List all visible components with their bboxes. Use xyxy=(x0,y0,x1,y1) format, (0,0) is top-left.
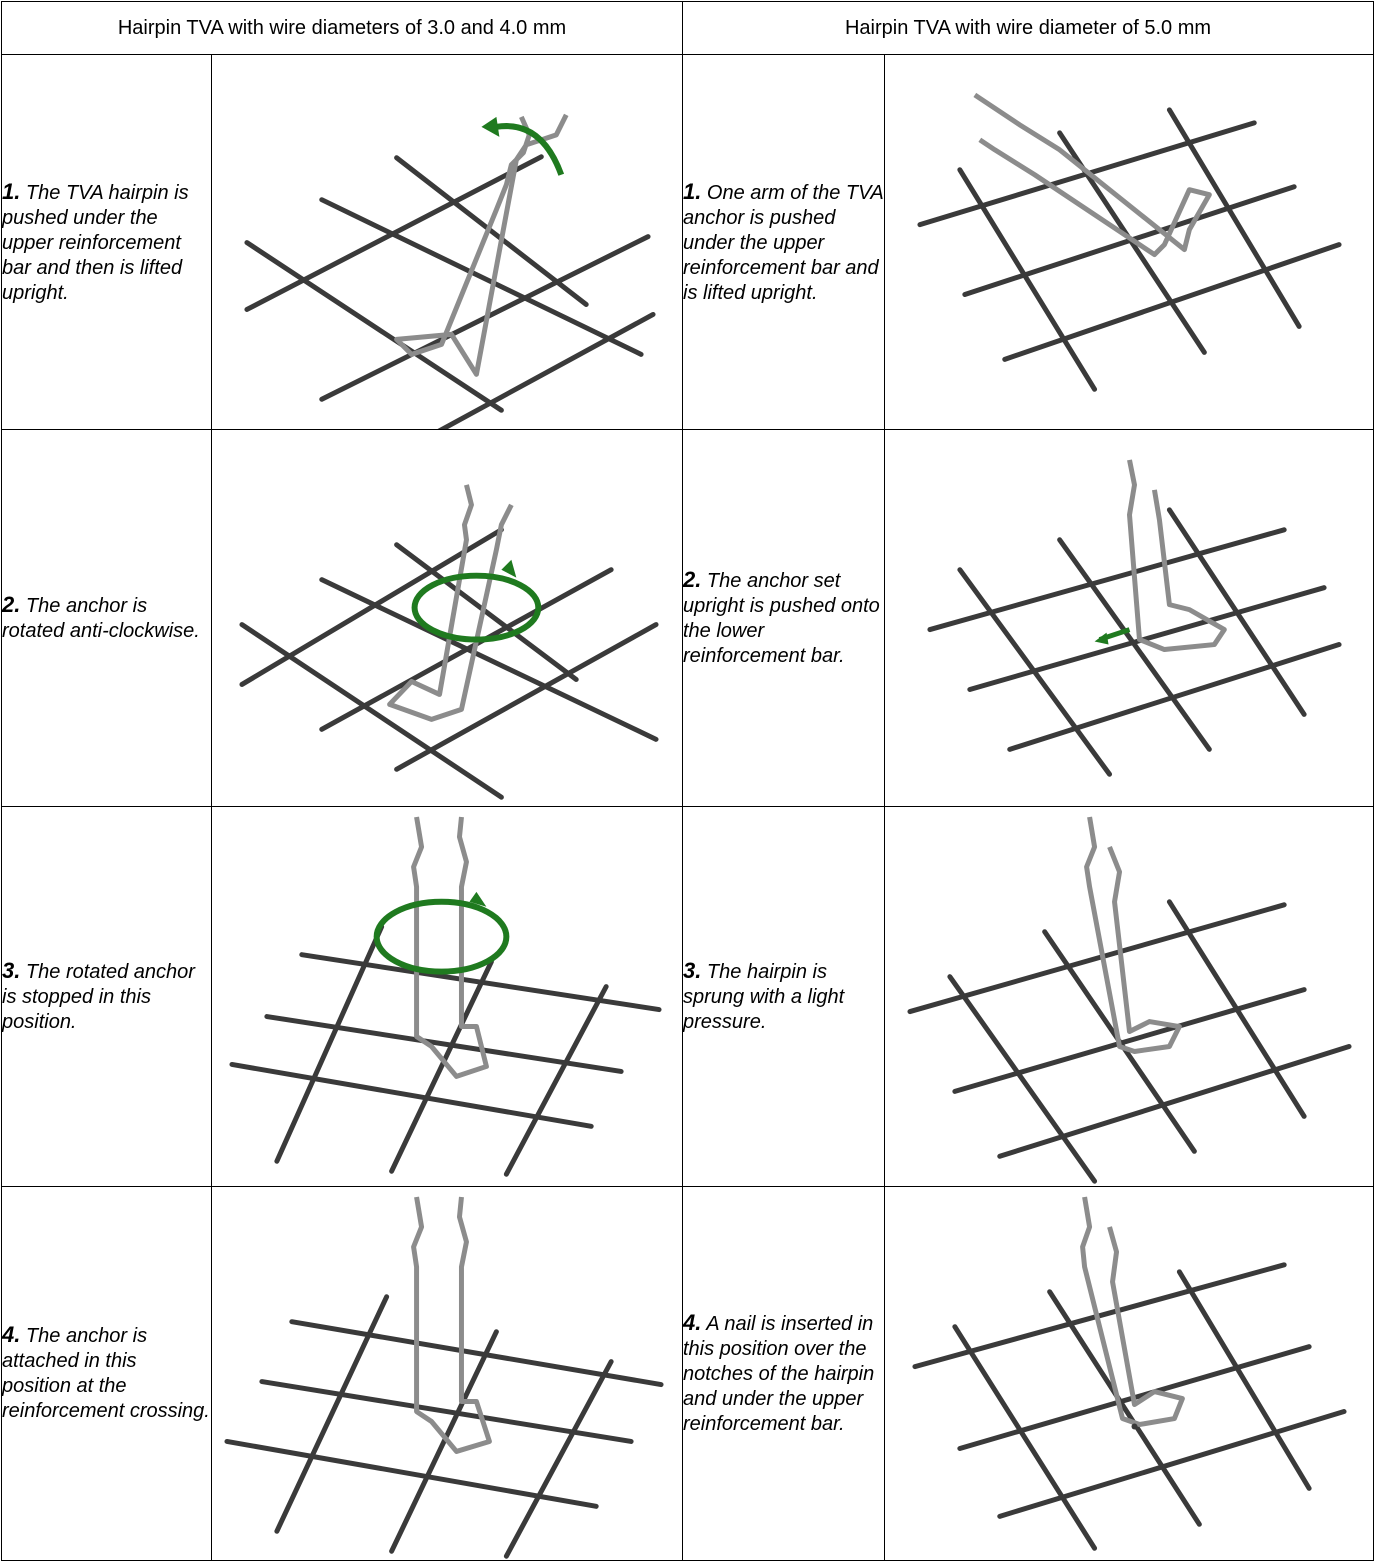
header-large-wire: Hairpin TVA with wire diameter of 5.0 mm xyxy=(683,2,1374,55)
step-description: The TVA hairpin is pushed under the uppe… xyxy=(2,182,189,304)
step-description: One arm of the TVA anchor is pushed unde… xyxy=(683,182,883,304)
step-row-3: 3. The rotated anchor is stopped in this… xyxy=(2,807,1374,1186)
step-illustration-large-4 xyxy=(885,1186,1374,1560)
step-illustration-small-4 xyxy=(212,1186,683,1560)
step-description: The hairpin is sprung with a light press… xyxy=(683,961,844,1033)
step-illustration-large-2 xyxy=(885,430,1374,807)
step-row-4: 4. The anchor is attached in this positi… xyxy=(2,1186,1374,1560)
step-illustration-large-1 xyxy=(885,55,1374,430)
step-text-large-4: 4. A nail is inserted in this position o… xyxy=(683,1186,885,1560)
rebar-grid-illustration xyxy=(885,430,1373,806)
curved-arrow-icon xyxy=(496,126,561,175)
step-text-small-1: 1. The TVA hairpin is pushed under the u… xyxy=(2,55,212,430)
step-text-small-3: 3. The rotated anchor is stopped in this… xyxy=(2,807,212,1186)
header-row: Hairpin TVA with wire diameters of 3.0 a… xyxy=(2,2,1374,55)
rebar-grid-illustration xyxy=(212,430,682,806)
step-description: The rotated anchor is stopped in this po… xyxy=(2,961,195,1033)
rebar-grid-illustration xyxy=(885,55,1373,429)
step-number: 1. xyxy=(683,179,701,204)
step-text-large-2: 2. The anchor set upright is pushed onto… xyxy=(683,430,885,807)
step-row-2: 2. The anchor is rotated anti-clockwise. xyxy=(2,430,1374,807)
rotation-arrow-icon xyxy=(377,902,507,972)
step-text-large-1: 1. One arm of the TVA anchor is pushed u… xyxy=(683,55,885,430)
rebar-grid-illustration xyxy=(885,807,1373,1185)
step-illustration-large-3 xyxy=(885,807,1374,1186)
step-description: The anchor is rotated anti-clockwise. xyxy=(2,595,200,642)
step-number: 1. xyxy=(2,179,20,204)
step-number: 3. xyxy=(683,958,701,983)
rebar-grid-illustration xyxy=(212,55,682,429)
step-description: The anchor set upright is pushed onto th… xyxy=(683,570,880,667)
step-number: 4. xyxy=(2,1322,20,1347)
rebar-grid-illustration xyxy=(212,1187,682,1560)
step-description: A nail is inserted in this position over… xyxy=(683,1313,874,1435)
rebar-grid-illustration xyxy=(212,807,682,1185)
step-row-1: 1. The TVA hairpin is pushed under the u… xyxy=(2,55,1374,430)
header-small-wire: Hairpin TVA with wire diameters of 3.0 a… xyxy=(2,2,683,55)
step-text-large-3: 3. The hairpin is sprung with a light pr… xyxy=(683,807,885,1186)
step-description: The anchor is attached in this position … xyxy=(2,1325,210,1422)
step-illustration-small-3 xyxy=(212,807,683,1186)
step-illustration-small-2 xyxy=(212,430,683,807)
nail-icon xyxy=(1131,1423,1137,1429)
step-number: 2. xyxy=(683,567,701,592)
step-illustration-small-1 xyxy=(212,55,683,430)
step-number: 3. xyxy=(2,958,20,983)
step-number: 4. xyxy=(683,1310,701,1335)
rebar-grid-illustration xyxy=(885,1187,1373,1560)
step-text-small-4: 4. The anchor is attached in this positi… xyxy=(2,1186,212,1560)
step-text-small-2: 2. The anchor is rotated anti-clockwise. xyxy=(2,430,212,807)
step-number: 2. xyxy=(2,592,20,617)
